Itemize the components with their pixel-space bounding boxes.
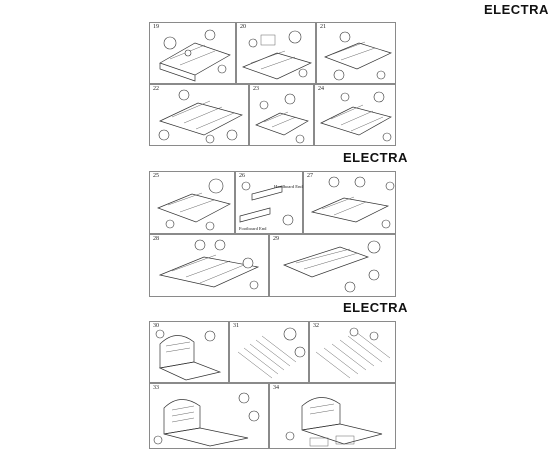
assembly-illustration bbox=[324, 31, 392, 81]
assembly-illustration bbox=[239, 181, 294, 226]
step-panel-31: 31 bbox=[229, 321, 309, 383]
step-number: 34 bbox=[273, 385, 279, 391]
step-panel-19: 19 bbox=[149, 22, 236, 84]
step-number: 19 bbox=[153, 24, 159, 30]
step-panel-28: 28 bbox=[149, 234, 269, 297]
step-number: 32 bbox=[313, 323, 319, 329]
step-number: 23 bbox=[253, 86, 259, 92]
step-panel-30: 30 bbox=[149, 321, 229, 383]
step-number: 25 bbox=[153, 173, 159, 179]
section-title: ELECTRA bbox=[484, 2, 549, 17]
step-panel-20: 20 bbox=[236, 22, 316, 84]
step-number: 27 bbox=[307, 173, 313, 179]
step-number: 29 bbox=[273, 236, 279, 242]
step-number: 20 bbox=[240, 24, 246, 30]
step-panel-26: 26 Headboard End Footboard End bbox=[235, 171, 303, 234]
assembly-illustration bbox=[310, 176, 395, 229]
assembly-illustration bbox=[283, 240, 381, 293]
section-title: ELECTRA bbox=[343, 150, 408, 165]
step-number: 31 bbox=[233, 323, 239, 329]
step-panel-23: 23 bbox=[249, 84, 314, 146]
step-panel-32: 32 bbox=[309, 321, 396, 383]
section-title: ELECTRA bbox=[343, 300, 408, 315]
step-number: 22 bbox=[153, 86, 159, 92]
step-panel-27: 27 bbox=[303, 171, 396, 234]
step-panel-21: 21 bbox=[316, 22, 396, 84]
assembly-illustration bbox=[242, 30, 312, 80]
step-number: 28 bbox=[153, 236, 159, 242]
footboard-end-label: Footboard End bbox=[239, 226, 267, 231]
step-panel-24: 24 bbox=[314, 84, 396, 146]
assembly-illustration bbox=[285, 397, 383, 447]
step-number: 30 bbox=[153, 323, 159, 329]
headboard-end-label: Headboard End bbox=[274, 184, 303, 189]
assembly-illustration bbox=[158, 89, 243, 144]
step-panel-25: 25 bbox=[149, 171, 235, 234]
step-panel-34: 34 bbox=[269, 383, 396, 449]
assembly-illustration bbox=[158, 239, 260, 290]
assembly-illustration bbox=[159, 29, 231, 82]
assembly-illustration bbox=[255, 93, 309, 144]
step-number: 24 bbox=[318, 86, 324, 92]
assembly-illustration bbox=[155, 329, 222, 381]
step-panel-29: 29 bbox=[269, 234, 396, 297]
assembly-illustration bbox=[157, 178, 231, 231]
step-panel-22: 22 bbox=[149, 84, 249, 146]
step-number: 21 bbox=[320, 24, 326, 30]
step-number: 26 bbox=[239, 173, 245, 179]
assembly-illustration bbox=[315, 327, 391, 379]
assembly-illustration bbox=[153, 392, 260, 447]
assembly-illustration bbox=[320, 91, 392, 142]
step-number: 33 bbox=[153, 385, 159, 391]
step-panel-33: 33 bbox=[149, 383, 269, 449]
assembly-illustration bbox=[237, 327, 306, 379]
